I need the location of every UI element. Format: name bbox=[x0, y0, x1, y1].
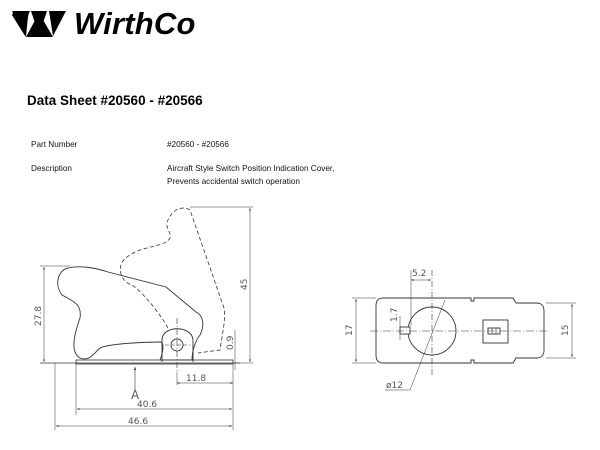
dim-base-length: 40.6 bbox=[137, 400, 157, 410]
spec-value-description-line1: Aircraft Style Switch Position Indicatio… bbox=[167, 164, 335, 173]
dim-overall-length: 46.6 bbox=[128, 417, 148, 427]
dim-slot-width: 1.7 bbox=[390, 308, 400, 322]
dim-hole-diameter: ø12 bbox=[386, 381, 403, 391]
brand-logo: WirthCo bbox=[12, 8, 196, 40]
side-view-dimension-labels: 27.8 45 0.9 11.8 40.6 46.6 A bbox=[34, 279, 250, 427]
top-view-dimension-labels: 5.2 1.7 17 15 ø12 bbox=[345, 269, 571, 391]
spec-label-description: Description bbox=[31, 164, 72, 173]
spec-value-part-number: #20560 - #20566 bbox=[167, 140, 229, 149]
dim-height-open: 45 bbox=[240, 279, 250, 290]
side-view bbox=[40, 206, 253, 430]
spec-value-description-line2: Prevents accidental switch operation bbox=[167, 177, 300, 186]
top-view bbox=[352, 270, 576, 391]
brand-name: WirthCo bbox=[74, 6, 196, 41]
page-title: Data Sheet #20560 - #20566 bbox=[27, 93, 203, 108]
dim-hinge-to-end: 11.8 bbox=[186, 374, 206, 384]
dim-height-closed: 27.8 bbox=[34, 306, 44, 326]
spec-label-part-number: Part Number bbox=[31, 140, 78, 149]
dim-slot-offset: 5.2 bbox=[412, 269, 426, 279]
wirthco-triangles-logo-icon bbox=[12, 11, 66, 37]
view-marker-a: A bbox=[131, 388, 140, 402]
dim-tab-width: 15 bbox=[561, 325, 571, 336]
dim-body-width: 17 bbox=[345, 325, 355, 336]
dim-hinge-offset: 0.9 bbox=[226, 335, 236, 350]
